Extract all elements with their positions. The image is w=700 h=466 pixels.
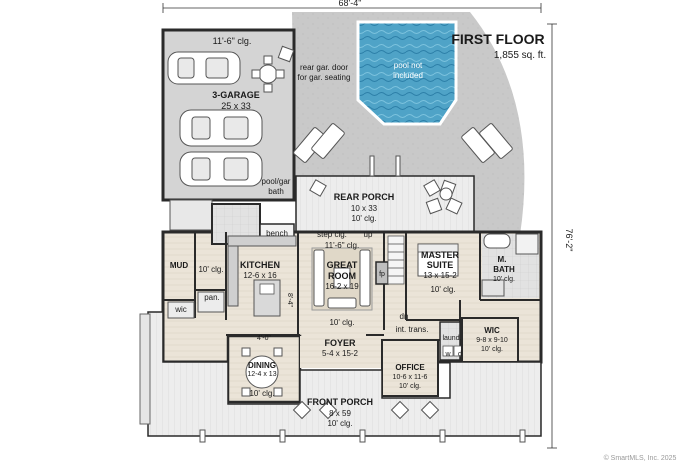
front-porch-size: 8 x 59 bbox=[329, 409, 351, 418]
coffee-table bbox=[333, 267, 351, 289]
floor-area: 1,855 sq. ft. bbox=[494, 50, 546, 61]
master-bath-ceiling: 10' clg. bbox=[493, 276, 515, 283]
pool-bath-label: bath bbox=[268, 187, 284, 196]
kitchen-sink bbox=[259, 283, 275, 295]
front-porch-name: FRONT PORCH bbox=[307, 397, 373, 407]
kitchen-name: KITCHEN bbox=[240, 260, 280, 270]
pool bbox=[356, 20, 458, 126]
garage-door-note: rear gar. door bbox=[300, 63, 348, 72]
staircase bbox=[387, 235, 405, 285]
kitchen-counter bbox=[227, 245, 239, 307]
office-name: OFFICE bbox=[395, 363, 425, 372]
master-suite-size: 13 x 15-2 bbox=[423, 271, 457, 280]
dining-table-icon bbox=[241, 347, 283, 397]
garage-door-note: for gar. seating bbox=[298, 73, 351, 82]
master-suite-name: SUITE bbox=[427, 260, 454, 270]
great-room-name: GREAT bbox=[327, 260, 358, 270]
chair-icon bbox=[309, 179, 463, 215]
kitchen-island bbox=[253, 279, 281, 317]
bed-pillow bbox=[417, 243, 459, 253]
garage-steps bbox=[169, 199, 213, 231]
master-suite-name: MASTER bbox=[421, 250, 460, 260]
laundry-label: laund. bbox=[442, 335, 461, 342]
porch-column bbox=[369, 155, 375, 177]
foyer-floor bbox=[300, 336, 382, 368]
island-dimension: 4'-0" bbox=[257, 335, 271, 342]
dryer-label: d bbox=[458, 351, 462, 358]
pool-note: included bbox=[393, 71, 423, 80]
rear-porch-size: 10 x 33 bbox=[351, 204, 378, 213]
porch-column bbox=[395, 155, 401, 177]
front-porch-ceiling: 10' clg. bbox=[327, 419, 352, 428]
garage-name: 3-GARAGE bbox=[212, 90, 260, 100]
office-size: 10-6 x 11-6 bbox=[393, 374, 428, 381]
sofa-icon bbox=[313, 249, 371, 309]
transom-label: int. trans. bbox=[396, 325, 429, 334]
chair-icon bbox=[277, 45, 295, 63]
master-suite-ceiling: 10' clg. bbox=[430, 285, 455, 294]
washer-label: w bbox=[444, 351, 451, 358]
porch-column bbox=[199, 429, 526, 443]
garage-ceiling: 11'-6" clg. bbox=[213, 36, 252, 46]
master-wic-size: 9-8 x 9-10 bbox=[476, 337, 508, 344]
washer-icon bbox=[442, 345, 454, 357]
watermark: © SmartMLS, Inc. 2025 bbox=[604, 454, 677, 462]
rear-porch-ceiling: 10' clg. bbox=[351, 214, 376, 223]
great-room-high-ceiling: 11'-6" clg. bbox=[325, 241, 359, 250]
chair-icon bbox=[292, 400, 440, 420]
foyer-name: FOYER bbox=[324, 338, 356, 348]
floor-title: FIRST FLOOR bbox=[451, 31, 544, 47]
mud-label: MUD bbox=[170, 261, 188, 270]
dining-name: DINING bbox=[248, 361, 276, 370]
island-dimension: 8'-4" bbox=[286, 293, 293, 307]
stairs-down-label: dn bbox=[400, 312, 409, 321]
table-icon bbox=[439, 187, 453, 201]
shower-icon bbox=[515, 233, 539, 255]
master-bath-name: M. bbox=[498, 255, 507, 264]
master-wic-ceiling: 10' clg. bbox=[481, 346, 503, 353]
rear-porch-name: REAR PORCH bbox=[334, 192, 395, 202]
stairs-up-label: up bbox=[364, 230, 373, 239]
dining-ceiling: 10' clg. bbox=[249, 389, 274, 398]
car-icon bbox=[179, 151, 263, 187]
car-icon bbox=[167, 51, 241, 85]
bench-label: bench bbox=[266, 229, 288, 238]
pantry-label: pan. bbox=[204, 293, 220, 302]
garage-size: 25 x 33 bbox=[221, 101, 251, 111]
great-room-name: ROOM bbox=[328, 271, 356, 281]
dining-size: 12-4 x 13 bbox=[247, 371, 276, 378]
kitchen-ceiling: 10' clg. bbox=[198, 265, 223, 274]
pool-note: pool not bbox=[394, 61, 423, 70]
master-wic-name: WIC bbox=[484, 326, 500, 335]
wic-label: wic bbox=[174, 305, 187, 314]
pantry-shelving bbox=[197, 291, 225, 313]
depth-dimension: 76'-2" bbox=[564, 229, 574, 252]
foyer-size: 5-4 x 15-2 bbox=[322, 349, 359, 358]
great-room-ceiling: 10' clg. bbox=[329, 318, 354, 327]
porch-step bbox=[139, 313, 151, 425]
step-ceiling-label: step clg. bbox=[317, 230, 347, 239]
master-wic bbox=[461, 317, 519, 363]
vanity-icon bbox=[481, 279, 505, 297]
lounge-chair-icon bbox=[293, 123, 513, 163]
width-dimension: 68'-4" bbox=[339, 0, 362, 8]
bathtub-icon bbox=[483, 233, 511, 249]
kitchen-counter bbox=[227, 235, 297, 247]
fireplace-label: fp bbox=[379, 271, 385, 278]
table-icon bbox=[251, 55, 285, 93]
car-icon bbox=[179, 109, 263, 147]
office-ceiling: 10' clg. bbox=[399, 383, 421, 390]
great-room-size: 16-2 x 19 bbox=[325, 282, 359, 291]
office-room bbox=[381, 339, 439, 397]
wic-closet bbox=[167, 301, 195, 319]
front-porch bbox=[147, 311, 542, 437]
master-bath-name: BATH bbox=[493, 265, 515, 274]
pool-bath-label: pool/gar bbox=[262, 177, 291, 186]
kitchen-size: 12-6 x 16 bbox=[243, 271, 277, 280]
